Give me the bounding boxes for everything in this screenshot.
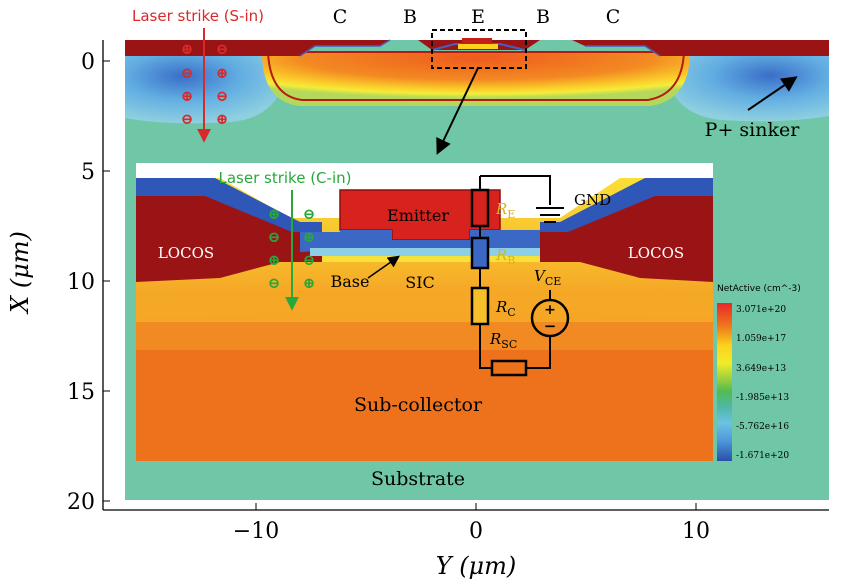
legend-entry: 3.071e+20	[736, 305, 786, 315]
zoom-box	[431, 29, 527, 69]
y-ticks: 0 5 10 15 20	[67, 50, 95, 515]
x-axis-label: Y (μm)	[436, 552, 517, 580]
terminal-c-left: C	[333, 6, 348, 28]
y-tick: 15	[67, 380, 95, 405]
x-tick: −10	[233, 519, 279, 544]
zoom-arrow	[436, 67, 479, 155]
locos-left-label: LOCOS	[158, 244, 214, 262]
carrier: ⊖	[181, 64, 194, 82]
p-sinker-left	[125, 56, 290, 124]
laser-s-in: Laser strike (S-in) ⊕ ⊖ ⊖ ⊕ ⊕ ⊖ ⊖ ⊕	[132, 7, 264, 143]
locos-right-label: LOCOS	[628, 244, 684, 262]
equivalent-circuit: + − GND RE RB RC RSC VCE	[470, 175, 611, 377]
laser-c-in: Laser strike (C-in) ⊕ ⊖ ⊖ ⊕ ⊕ ⊖ ⊖ ⊕	[219, 169, 352, 311]
x-tick: 0	[469, 519, 483, 544]
carriers-c-in: ⊕ ⊖ ⊖ ⊕ ⊕ ⊖ ⊖ ⊕	[268, 205, 316, 292]
x-tick: 10	[682, 519, 710, 544]
vce-label: VCE	[534, 267, 561, 288]
legend-title: NetActive (cm^-3)	[717, 284, 801, 294]
x-ticks: −10 0 10	[233, 519, 710, 544]
carrier: ⊕	[268, 205, 281, 223]
locos-left	[136, 190, 322, 282]
y-tick: 5	[81, 160, 95, 185]
substrate-label: Substrate	[371, 468, 465, 490]
y-tick: 0	[81, 50, 95, 75]
terminal-b-left: B	[403, 6, 417, 28]
inset-zoom: LOCOS LOCOS Emitter Base SIC Sub-collect…	[136, 163, 713, 461]
sinker-arrow	[747, 76, 798, 111]
emitter-label: Emitter	[387, 206, 449, 225]
legend-entry: -1.671e+20	[736, 451, 789, 461]
rsc-label: RSC	[489, 330, 517, 351]
terminal-b-right: B	[536, 6, 550, 28]
rc-label: RC	[495, 298, 516, 319]
y-tick: 10	[67, 270, 95, 295]
colorbar-legend: NetActive (cm^-3) 3.071e+20 1.059e+17 3.…	[717, 284, 801, 461]
legend-entry: 3.649e+13	[736, 364, 786, 374]
axes	[102, 40, 829, 511]
p-sinker-right	[660, 56, 829, 122]
re-label: RE	[495, 200, 515, 221]
terminal-c-right: C	[606, 6, 621, 28]
carrier: ⊖	[268, 274, 281, 292]
gnd-label: GND	[574, 191, 611, 209]
rb-label: RB	[495, 246, 515, 267]
y-axis-label: X (μm)	[6, 231, 34, 315]
terminal-labels: C B E B C	[333, 6, 621, 28]
resistor-rb	[470, 236, 490, 270]
legend-entry: -5.762e+16	[736, 422, 789, 432]
carriers-s-in: ⊕ ⊖ ⊖ ⊕ ⊕ ⊖ ⊖ ⊕	[181, 40, 229, 128]
vce-minus: −	[544, 317, 557, 335]
inset-sub-collector-band	[136, 348, 713, 461]
sub-collector-label: Sub-collector	[354, 394, 483, 416]
carrier: ⊕	[216, 64, 229, 82]
legend-entry: -1.985e+13	[736, 393, 789, 403]
carrier: ⊖	[181, 110, 194, 128]
sic-label: SIC	[405, 273, 435, 292]
laser-c-in-label: Laser strike (C-in)	[219, 169, 352, 187]
base-label: Base	[331, 272, 370, 291]
carrier: ⊕	[303, 274, 316, 292]
carrier: ⊕	[216, 110, 229, 128]
vce-source-icon	[530, 298, 570, 338]
carrier: ⊖	[216, 40, 229, 58]
carrier: ⊕	[181, 40, 194, 58]
carrier: ⊖	[303, 251, 316, 269]
legend-colorbar	[717, 303, 732, 461]
vce-plus: +	[544, 302, 556, 318]
resistor-re	[470, 188, 490, 228]
y-tick: 20	[67, 490, 95, 515]
p-sinker-label: P+ sinker	[705, 119, 801, 141]
carrier: ⊖	[216, 87, 229, 105]
resistor-rc	[470, 286, 490, 326]
resistor-rsc	[490, 359, 528, 377]
terminal-e: E	[471, 6, 485, 28]
carrier: ⊕	[268, 251, 281, 269]
carrier: ⊖	[268, 228, 281, 246]
carrier: ⊖	[303, 205, 316, 223]
locos-right	[540, 190, 713, 282]
legend-entry: 1.059e+17	[736, 334, 786, 344]
carrier: ⊕	[181, 87, 194, 105]
laser-s-in-label: Laser strike (S-in)	[132, 7, 264, 25]
n-well	[262, 52, 690, 106]
carrier: ⊕	[303, 228, 316, 246]
